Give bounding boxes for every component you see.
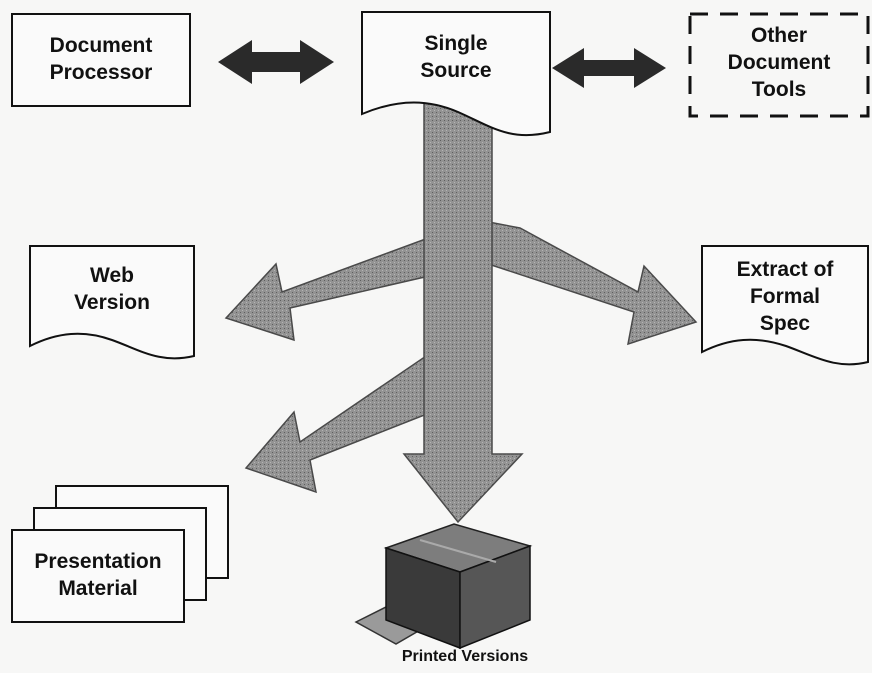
formal-spec-shape <box>701 245 869 366</box>
web-version-label: Web Version <box>30 262 194 316</box>
printer-side <box>459 544 531 650</box>
presentation-line-1: Presentation <box>34 550 162 573</box>
document-processor-line-1: Document <box>49 34 153 57</box>
printer-slot <box>419 539 497 563</box>
presentation-label: Presentation Material <box>12 548 184 602</box>
double-arrow-left <box>218 40 334 84</box>
double-arrows <box>218 40 666 88</box>
web-version-line-2: Version <box>74 291 150 314</box>
other-tools-line-1: Other <box>750 24 807 47</box>
double-arrow-right <box>552 48 666 88</box>
single-source-line-1: Single <box>424 32 488 55</box>
single-source-shape <box>361 11 551 137</box>
document-processor-label: Document Processor <box>12 32 190 86</box>
printer-icon <box>354 523 533 650</box>
formal-spec-label: Extract of Formal Spec <box>702 256 868 337</box>
other-tools-box <box>688 12 870 118</box>
other-tools-line-3: Tools <box>751 78 807 101</box>
single-source-line-2: Source <box>420 59 492 82</box>
presentation-line-2: Material <box>58 577 138 600</box>
presentation-page-front <box>11 529 185 623</box>
flow-arrows <box>224 99 698 524</box>
formal-spec-line-2: Formal <box>749 285 820 308</box>
web-version-shape <box>29 245 195 360</box>
web-version-line-1: Web <box>90 264 134 287</box>
formal-spec-line-1: Extract of <box>736 258 834 281</box>
arrow-to-printed <box>402 99 524 524</box>
document-processor-box <box>11 13 191 107</box>
arrow-to-presentation <box>244 350 433 494</box>
printed-versions-text: Printed Versions <box>401 648 529 665</box>
single-source-label: Single Source <box>362 30 550 84</box>
document-processor-line-2: Processor <box>49 61 153 84</box>
other-tools-label: Other Document Tools <box>690 22 868 103</box>
arrow-to-formal-spec <box>450 214 698 346</box>
presentation-stack <box>11 485 229 623</box>
printed-versions-label: Printed Versions <box>380 648 550 666</box>
other-tools-line-2: Document <box>727 51 831 74</box>
formal-spec-line-3: Spec <box>759 312 811 335</box>
